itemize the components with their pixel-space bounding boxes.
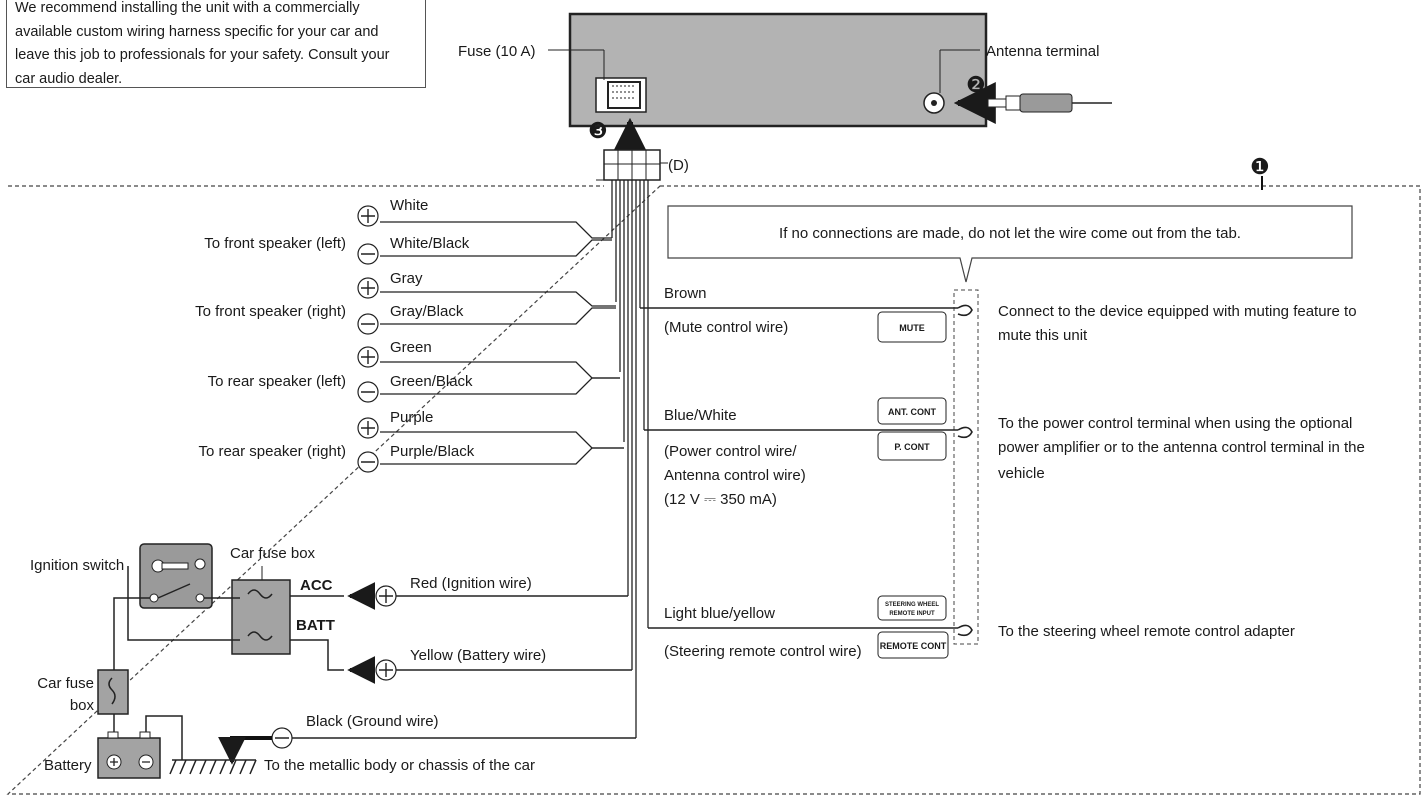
front-right-speaker-label: To front speaker (right) — [195, 303, 346, 320]
front-left-speaker-label: To front speaker (left) — [204, 235, 346, 252]
red-wire-label: Red (Ignition wire) — [410, 575, 532, 592]
harness-boundary — [6, 185, 1421, 795]
installation-note: We recommend installing the unit with a … — [6, 0, 426, 88]
power-wires — [290, 595, 636, 739]
small-fuse-box-label: box — [70, 697, 95, 714]
p-cont-tag — [877, 431, 947, 461]
ground-target-label: To the metallic body or chassis of the c… — [264, 757, 535, 774]
front-left-minus-wire: White/Black — [390, 235, 470, 252]
steering-input-tag — [877, 595, 947, 621]
mute-target-line: Connect to the device equipped with muti… — [998, 303, 1357, 320]
light-blue-wire-desc: (Steering remote control wire) — [664, 643, 862, 660]
light-blue-wire-label: Light blue/yellow — [664, 605, 775, 622]
ignition-switch — [139, 543, 213, 609]
harness-connector — [596, 149, 668, 181]
rear-left-plus-wire: Green — [390, 339, 432, 356]
batt-label: BATT — [296, 617, 335, 634]
step-2-badge: ❷ — [966, 72, 986, 97]
head-unit — [548, 12, 988, 128]
connector-d-label: (D) — [668, 157, 689, 174]
ant-cont-tag-label: ANT. CONT — [888, 407, 936, 417]
note-line: available custom wiring harness specific… — [15, 23, 379, 40]
power-target-line: To the power control terminal when using… — [998, 415, 1352, 432]
mute-tag-label: MUTE — [899, 323, 925, 333]
steering-input-tag-label: STEERING WHEEL — [885, 602, 939, 608]
ant-cont-tag — [877, 397, 947, 425]
rear-left-minus-wire: Green/Black — [390, 373, 473, 390]
ignition-switch-label: Ignition switch — [30, 557, 124, 574]
small-car-fuse-box — [97, 669, 129, 715]
front-right-plus-wire: Gray — [390, 270, 423, 287]
rear-left-speaker-label: To rear speaker (left) — [208, 373, 346, 390]
speaker-polarity — [357, 205, 379, 473]
antenna-plug — [953, 82, 1112, 124]
tab-area — [953, 289, 979, 645]
car-fuse-box — [231, 566, 291, 655]
blue-wire-label: Blue/White — [664, 407, 737, 424]
tab-note-text: If no connections are made, do not let t… — [779, 225, 1241, 242]
remote-cont-tag-label: REMOTE CONT — [880, 641, 947, 651]
fuse-label: Fuse (10 A) — [458, 43, 536, 60]
blue-wire-rating: (12 V ⎓ 350 mA) — [664, 491, 777, 508]
remote-cont-tag — [877, 631, 949, 659]
note-line: car audio dealer. — [15, 70, 123, 87]
control-wires — [640, 304, 973, 637]
front-right-minus-wire: Gray/Black — [390, 303, 464, 320]
brown-wire-label: Brown — [664, 285, 707, 302]
rear-right-speaker-label: To rear speaker (right) — [198, 443, 346, 460]
chassis-ground — [169, 759, 257, 775]
step-3-badge: ❸ — [588, 118, 608, 143]
blue-wire-desc: (Power control wire/ — [664, 443, 797, 460]
yellow-wire-label: Yellow (Battery wire) — [410, 647, 546, 664]
acc-label: ACC — [300, 577, 333, 594]
front-left-plus-wire: White — [390, 197, 428, 214]
mute-tag — [877, 311, 947, 343]
battery-label: Battery — [44, 757, 92, 774]
speaker-wires — [380, 221, 624, 465]
battery — [97, 715, 183, 779]
small-fuse-box-label: Car fuse — [37, 675, 94, 692]
power-target-line: vehicle — [998, 465, 1045, 482]
steering-input-tag-label: REMOTE INPUT — [889, 611, 935, 617]
antenna-terminal-label: Antenna terminal — [986, 43, 1099, 60]
rear-right-minus-wire: Purple/Black — [390, 443, 475, 460]
step-1-badge: ❶ — [1250, 154, 1270, 179]
note-line: leave this job to professionals for your… — [15, 47, 390, 63]
note-line: We recommend installing the unit with a … — [15, 0, 360, 16]
car-fuse-box-label: Car fuse box — [230, 545, 316, 562]
power-target-line: power amplifier or to the antenna contro… — [998, 439, 1365, 456]
power-interconnects — [113, 566, 344, 752]
blue-wire-desc: Antenna control wire) — [664, 467, 806, 484]
steering-target-label: To the steering wheel remote control ada… — [998, 623, 1295, 640]
brown-wire-desc: (Mute control wire) — [664, 319, 788, 336]
mute-target-line: mute this unit — [998, 327, 1088, 344]
rear-right-plus-wire: Purple — [390, 409, 433, 426]
wire-bundle — [611, 180, 649, 738]
p-cont-tag-label: P. CONT — [894, 442, 930, 452]
tab-note-callout — [667, 205, 1353, 283]
black-wire-label: Black (Ground wire) — [306, 713, 439, 730]
